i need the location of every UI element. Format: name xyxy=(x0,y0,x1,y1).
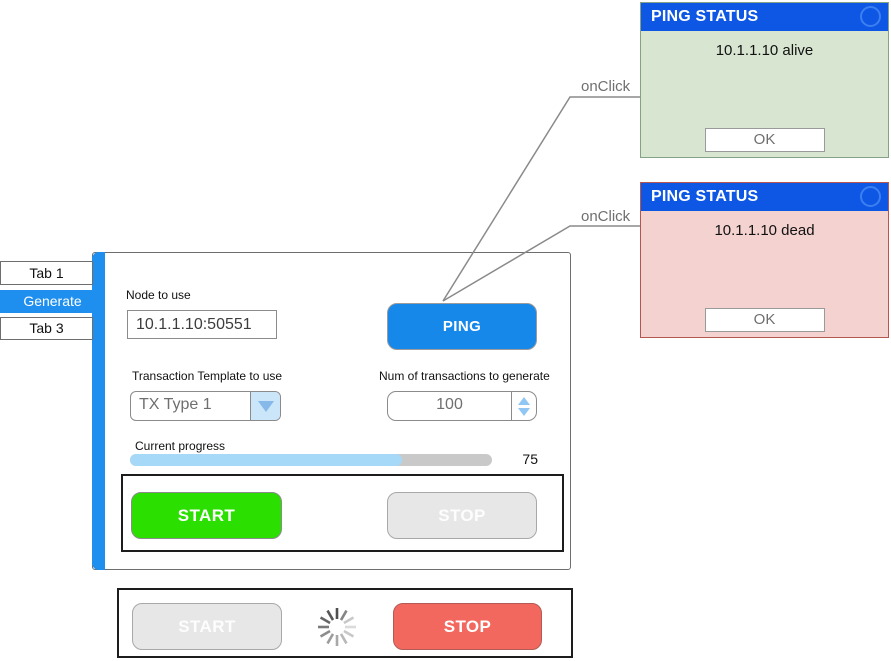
ping-status-alive-dialog: PING STATUS 10.1.1.10 alive OK xyxy=(640,2,889,158)
tab-generate[interactable]: Generate xyxy=(0,290,105,313)
start-button-disabled[interactable]: START xyxy=(132,603,282,650)
num-transactions-label: Num of transactions to generate xyxy=(379,369,550,383)
progress-fill xyxy=(130,454,402,466)
stepper-up-icon[interactable] xyxy=(518,396,530,405)
dialog-titlebar: PING STATUS xyxy=(641,3,888,31)
onclick-label-top: onClick xyxy=(581,78,631,95)
tab-strip xyxy=(91,251,105,570)
progress-label: Current progress xyxy=(135,439,226,453)
loading-spinner-icon xyxy=(318,608,356,646)
template-dropdown-value: TX Type 1 xyxy=(139,396,212,413)
template-label: Transaction Template to use xyxy=(132,369,283,383)
running-state-group: START STOP xyxy=(117,588,573,658)
generator-panel: Node to use PING Transaction Template to… xyxy=(91,251,571,570)
start-button[interactable]: START xyxy=(131,492,282,539)
dialog-title: PING STATUS xyxy=(651,188,759,205)
progress-bar xyxy=(130,454,492,466)
ping-button[interactable]: PING xyxy=(387,303,537,350)
node-input[interactable] xyxy=(127,310,277,339)
stop-button-active[interactable]: STOP xyxy=(393,603,542,650)
close-icon[interactable] xyxy=(860,186,881,207)
ping-result-message: 10.1.1.10 dead xyxy=(714,222,815,239)
ping-result-message: 10.1.1.10 alive xyxy=(715,42,814,59)
progress-value: 75 xyxy=(522,451,538,467)
stop-button-disabled[interactable]: STOP xyxy=(387,492,537,539)
template-dropdown[interactable]: TX Type 1 xyxy=(130,391,281,421)
start-stop-group xyxy=(121,474,564,552)
num-transactions-stepper[interactable]: 100 xyxy=(387,391,537,421)
tab-3[interactable]: Tab 3 xyxy=(0,317,93,340)
chevron-down-icon xyxy=(257,400,274,412)
num-transactions-value: 100 xyxy=(436,396,463,413)
tab-1[interactable]: Tab 1 xyxy=(0,261,93,285)
ping-status-dead-dialog: PING STATUS 10.1.1.10 dead OK xyxy=(640,182,889,338)
ok-button[interactable]: OK xyxy=(704,128,825,152)
close-icon[interactable] xyxy=(860,6,881,27)
stepper-buttons[interactable] xyxy=(511,392,536,420)
stepper-down-icon[interactable] xyxy=(518,407,530,416)
dialog-title: PING STATUS xyxy=(651,8,759,25)
ok-button[interactable]: OK xyxy=(704,308,825,332)
onclick-label-bottom: onClick xyxy=(581,208,631,225)
dialog-titlebar: PING STATUS xyxy=(641,183,888,211)
node-label: Node to use xyxy=(126,288,191,302)
dropdown-arrow-button[interactable] xyxy=(250,392,280,420)
